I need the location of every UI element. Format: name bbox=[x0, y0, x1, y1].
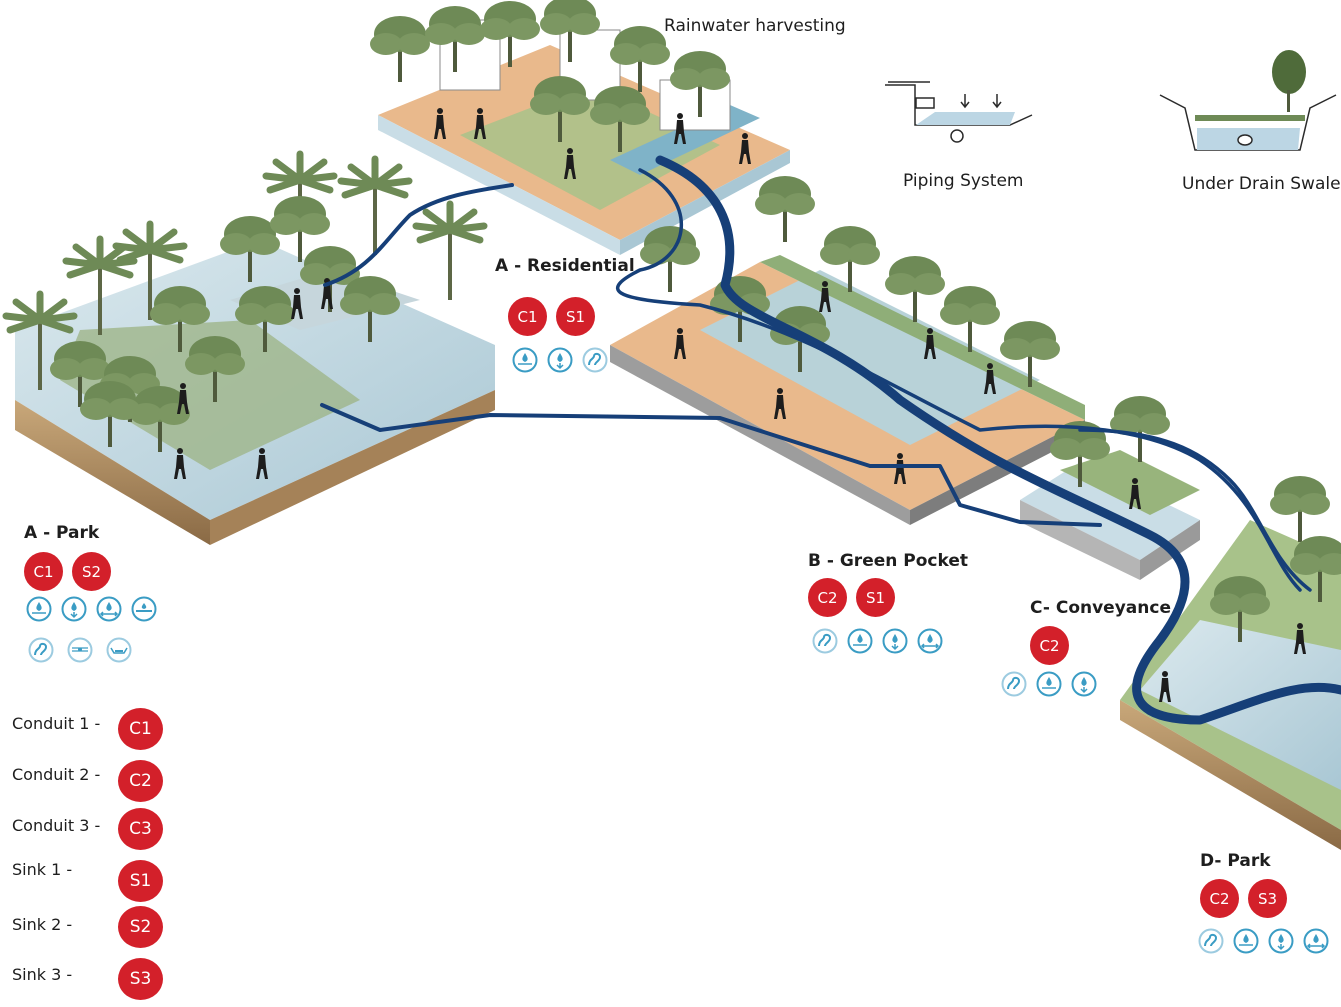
badge-c1: C1 bbox=[508, 297, 547, 336]
park-d-block bbox=[1120, 476, 1341, 850]
zone-title-b-green-pocket: B - Green Pocket bbox=[808, 551, 968, 571]
legend-label: Sink 1 - bbox=[12, 860, 73, 879]
badge-c1: C1 bbox=[24, 552, 63, 591]
retention-icon bbox=[96, 596, 122, 627]
infiltration-icon bbox=[1036, 671, 1062, 702]
filtration-icon bbox=[547, 347, 573, 378]
infiltration-icon bbox=[26, 596, 52, 627]
badge-c2: C2 bbox=[808, 578, 847, 617]
legend-badge: S3 bbox=[118, 958, 163, 1000]
legend-row-s3: Sink 3 - S3 bbox=[12, 958, 172, 1002]
legend-row-c3: Conduit 3 - C3 bbox=[12, 808, 172, 852]
legend-label: Conduit 3 - bbox=[12, 816, 101, 835]
filtration-icon bbox=[1071, 671, 1097, 702]
conveyance-icon bbox=[28, 637, 54, 668]
park-a-block bbox=[6, 154, 495, 545]
zone-icons-a-park-row2 bbox=[28, 637, 132, 668]
legend-row-c1: Conduit 1 - C1 bbox=[12, 708, 172, 752]
badge-s3: S3 bbox=[1248, 879, 1287, 918]
legend-badge: S1 bbox=[118, 860, 163, 902]
infiltration-icon bbox=[847, 628, 873, 659]
zone-title-a-park: A - Park bbox=[24, 523, 100, 543]
pipe-icon bbox=[67, 637, 93, 668]
zone-badges-d-park: C2 S3 bbox=[1200, 879, 1287, 918]
conveyance-icon bbox=[812, 628, 838, 659]
retention-icon bbox=[917, 628, 943, 659]
legend-label: Sink 2 - bbox=[12, 915, 73, 934]
legend-badge: C1 bbox=[118, 708, 163, 750]
infiltration-icon bbox=[512, 347, 538, 378]
filtration-icon bbox=[61, 596, 87, 627]
zone-icons-a-residential bbox=[512, 347, 608, 378]
legend-badge: C3 bbox=[118, 808, 163, 850]
zone-badges-a-residential: C1 S1 bbox=[508, 297, 595, 336]
legend-label: Conduit 1 - bbox=[12, 714, 101, 733]
under-drain-swale-diagram bbox=[1159, 50, 1337, 151]
badge-s2: S2 bbox=[72, 552, 111, 591]
piping-system-label: Piping System bbox=[903, 171, 1024, 191]
conveyance-icon bbox=[1001, 671, 1027, 702]
conveyance-icon bbox=[582, 347, 608, 378]
badge-c2: C2 bbox=[1030, 626, 1069, 665]
piping-system-diagram bbox=[885, 81, 1033, 143]
zone-icons-c-conveyance bbox=[1001, 671, 1097, 702]
flow-lines bbox=[320, 155, 1341, 725]
swale-icon bbox=[106, 637, 132, 668]
rainwater-harvesting-label: Rainwater harvesting bbox=[664, 16, 846, 36]
conveyance-icon bbox=[1198, 928, 1224, 959]
legend-label: Conduit 2 - bbox=[12, 765, 101, 784]
legend-label: Sink 3 - bbox=[12, 965, 73, 984]
legend-row-c2: Conduit 2 - C2 bbox=[12, 760, 172, 804]
detention-icon bbox=[131, 596, 157, 627]
zone-icons-a-park bbox=[26, 596, 157, 627]
zone-icons-d-park bbox=[1198, 928, 1329, 959]
zone-badges-c-conveyance: C2 bbox=[1030, 626, 1069, 665]
zone-badges-a-park: C1 S2 bbox=[24, 552, 111, 591]
legend-badge: S2 bbox=[118, 906, 163, 948]
infiltration-icon bbox=[1233, 928, 1259, 959]
filtration-icon bbox=[1268, 928, 1294, 959]
under-drain-swale-label: Under Drain Swale bbox=[1182, 174, 1341, 194]
zone-title-a-residential: A - Residential bbox=[495, 256, 635, 276]
filtration-icon bbox=[882, 628, 908, 659]
retention-icon bbox=[1303, 928, 1329, 959]
zone-badges-b-green-pocket: C2 S1 bbox=[808, 578, 895, 617]
badge-s1: S1 bbox=[556, 297, 595, 336]
zone-title-c-conveyance: C- Conveyance bbox=[1030, 598, 1171, 618]
badge-c2: C2 bbox=[1200, 879, 1239, 918]
legend-row-s1: Sink 1 - S1 bbox=[12, 860, 172, 904]
zone-icons-b-green-pocket bbox=[812, 628, 943, 659]
legend-row-s2: Sink 2 - S2 bbox=[12, 906, 172, 950]
zone-title-d-park: D- Park bbox=[1200, 851, 1271, 871]
legend-badge: C2 bbox=[118, 760, 163, 802]
badge-s1: S1 bbox=[856, 578, 895, 617]
